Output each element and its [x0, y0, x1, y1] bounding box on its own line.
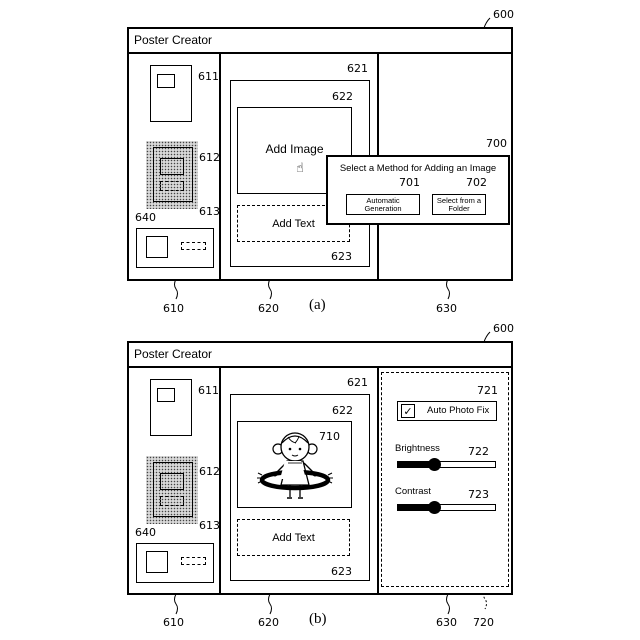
- template-image-slot: [146, 551, 168, 573]
- panel-caption-b: (b): [309, 611, 327, 628]
- template-thumbnail-611[interactable]: [150, 379, 192, 436]
- add-text-label: Add Text: [272, 532, 315, 544]
- template-image-slot: [157, 388, 175, 402]
- template-ref-611: 611: [198, 384, 219, 397]
- edit-panel-ref-720: 720: [473, 616, 494, 629]
- title-bar-divider: [127, 366, 513, 368]
- pane-ref-630: 630: [436, 616, 457, 629]
- app-title: Poster Creator: [134, 347, 212, 361]
- brightness-slider[interactable]: [397, 460, 496, 469]
- pane-ref-620: 620: [258, 616, 279, 629]
- pane-ref-610: 610: [163, 616, 184, 629]
- template-image-slot: [160, 473, 184, 490]
- template-text-slot: [181, 557, 206, 565]
- text-slot-623[interactable]: Add Text: [237, 519, 350, 556]
- canvas-ref-621: 621: [347, 376, 368, 389]
- auto-photo-fix-checkbox[interactable]: ✓: [401, 404, 415, 418]
- selection-ref-640: 640: [135, 526, 156, 539]
- pane-divider-right: [377, 367, 379, 595]
- pane-divider-left: [219, 367, 221, 595]
- auto-photo-fix-toggle-721[interactable]: ✓ Auto Photo Fix: [397, 401, 497, 421]
- generated-image-ref-710: 710: [319, 430, 340, 443]
- contrast-slider[interactable]: [397, 503, 496, 512]
- brightness-slider-thumb[interactable]: [428, 458, 441, 471]
- contrast-slider-thumb[interactable]: [428, 501, 441, 514]
- template-thumbnail-613[interactable]: [136, 543, 214, 583]
- brightness-ref-722: 722: [468, 445, 489, 458]
- brightness-label: Brightness: [395, 443, 440, 454]
- auto-fix-ref-721: 721: [477, 384, 498, 397]
- contrast-ref-723: 723: [468, 488, 489, 501]
- template-ref-613: 613: [199, 519, 220, 532]
- contrast-label: Contrast: [395, 486, 431, 497]
- image-slot-ref-622: 622: [332, 404, 353, 417]
- template-thumbnail-612[interactable]: [153, 462, 193, 517]
- template-text-slot: [160, 496, 184, 506]
- template-ref-612: 612: [199, 465, 220, 478]
- auto-photo-fix-label: Auto Photo Fix: [427, 405, 489, 416]
- text-slot-ref-623: 623: [331, 565, 352, 578]
